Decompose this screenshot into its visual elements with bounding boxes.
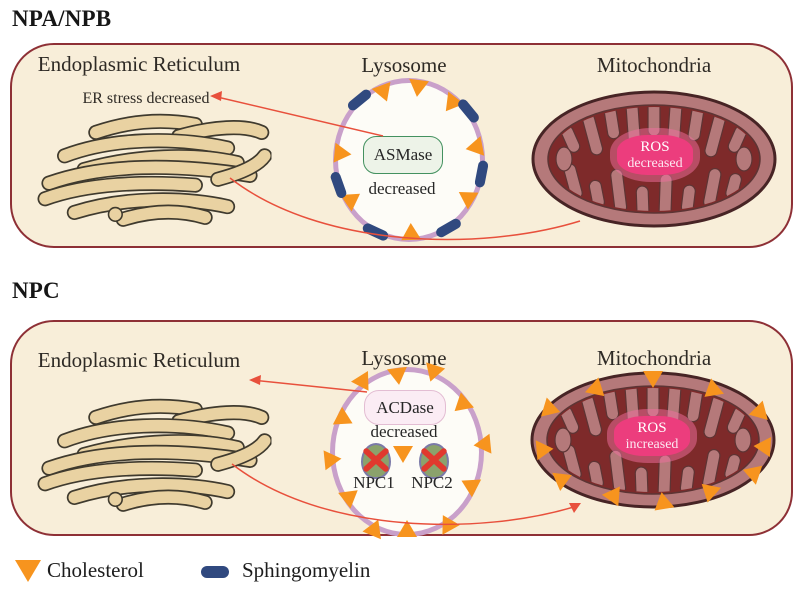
asmase-status: decreased xyxy=(368,179,436,198)
panel-npa-npb: Endoplasmic Reticulum ER stress decrease… xyxy=(10,43,793,248)
acdase-box: ACDase xyxy=(364,390,446,425)
ros-badge: ROS decreased xyxy=(610,128,700,182)
lysosome-label: Lysosome xyxy=(361,53,447,77)
er-label: Endoplasmic Reticulum xyxy=(37,52,241,76)
ros-status: increased xyxy=(625,436,679,452)
cholesterol-legend-label: Cholesterol xyxy=(47,558,144,582)
cholesterol-icon xyxy=(371,81,397,105)
sphingomyelin-icon xyxy=(455,97,481,126)
cholesterol-icon xyxy=(746,400,768,425)
endoplasmic-reticulum-diagram xyxy=(27,394,272,516)
cholesterol-icon xyxy=(333,142,353,165)
cholesterol-icon xyxy=(739,460,763,486)
red-x-icon xyxy=(359,443,393,477)
cholesterol-icon xyxy=(323,448,342,471)
acdase-status: decreased xyxy=(370,422,438,441)
cholesterol-icon xyxy=(584,377,612,404)
asmase-box: ASMase xyxy=(363,136,443,174)
er-stress-note: ER stress decreased xyxy=(82,90,210,107)
sphingomyelin-icon xyxy=(433,217,463,240)
sphingomyelin-icon xyxy=(201,566,229,578)
cholesterol-icon xyxy=(401,223,422,241)
cholesterol-icon xyxy=(433,510,460,536)
mitochondria-label: Mitochondria xyxy=(596,346,712,370)
mitochondria-label: Mitochondria xyxy=(596,53,712,77)
ros-badge: ROS increased xyxy=(607,409,697,463)
cholesterol-icon xyxy=(463,136,485,159)
cholesterol-icon xyxy=(602,480,629,507)
sphingomyelin-icon xyxy=(345,87,374,113)
cholesterol-icon xyxy=(551,466,576,492)
cholesterol-icon xyxy=(535,439,555,461)
cholesterol-icon xyxy=(15,560,41,582)
endoplasmic-reticulum-diagram xyxy=(27,109,272,231)
mitochondria-cholesterol-ring xyxy=(529,370,777,511)
cholesterol-icon xyxy=(698,378,725,405)
ros-word: ROS xyxy=(637,420,667,437)
sphingomyelin-icon xyxy=(474,159,490,189)
cholesterol-icon xyxy=(694,476,722,503)
cholesterol-icon xyxy=(362,516,388,540)
sphingomyelin-legend-label: Sphingomyelin xyxy=(242,558,371,582)
cholesterol-icon xyxy=(651,490,675,511)
ros-badge-core: ROS increased xyxy=(614,416,690,456)
cholesterol-icon xyxy=(447,392,474,419)
cholesterol-icon xyxy=(472,433,491,456)
cholesterol-icon xyxy=(393,446,413,463)
er-label: Endoplasmic Reticulum xyxy=(37,348,241,372)
cholesterol-icon xyxy=(386,367,409,387)
red-x-icon xyxy=(417,443,451,477)
panel2-title: NPC xyxy=(12,278,60,303)
sphingomyelin-icon xyxy=(361,221,390,243)
npc2-label: NPC2 xyxy=(411,473,453,492)
panel1-title: NPA/NPB xyxy=(12,6,112,31)
lysosome-label: Lysosome xyxy=(361,346,447,370)
panel-npc: Endoplasmic Reticulum Lysosome ACDase de… xyxy=(10,320,793,540)
cholesterol-icon xyxy=(541,397,564,422)
cholesterol-icon xyxy=(643,371,663,389)
ros-status: decreased xyxy=(627,155,683,171)
cholesterol-icon xyxy=(753,436,772,458)
ros-badge-core: ROS decreased xyxy=(617,135,693,175)
cholesterol-icon xyxy=(407,79,430,99)
ros-word: ROS xyxy=(640,139,670,156)
cholesterol-icon xyxy=(397,519,417,537)
